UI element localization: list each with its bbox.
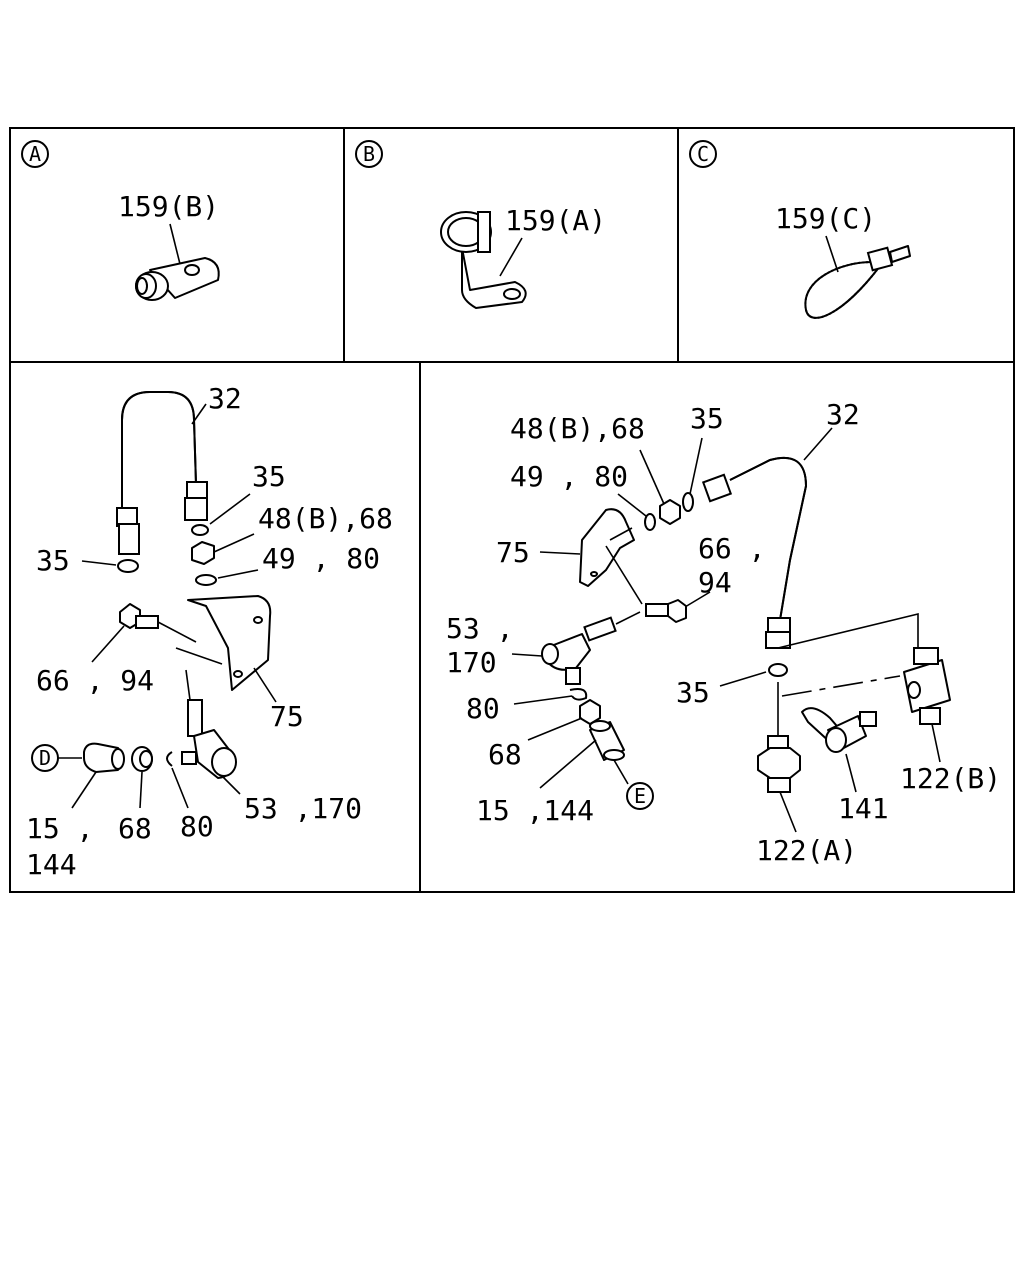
- label-66-94-left: 66 , 94: [36, 664, 154, 697]
- connector-e-label: E: [634, 784, 646, 808]
- washer-35-left-b: [191, 524, 209, 536]
- panel-a: A 159(B): [21, 140, 220, 301]
- label-49-80-right: 49 , 80: [510, 460, 628, 493]
- panel-b: B 159(A): [355, 140, 606, 309]
- banjo-bolt-141: [801, 707, 877, 753]
- bracket-75-right: [579, 508, 643, 605]
- nut-48-left: [191, 541, 215, 565]
- diagram-frame: [9, 127, 1015, 893]
- label-32-left: 32: [208, 382, 242, 415]
- label-66-right: 66 ,: [698, 532, 765, 565]
- label-159a: 159(A): [505, 204, 606, 237]
- label-94-right: 94: [698, 566, 732, 599]
- fitting-53-right: [541, 611, 641, 685]
- nut-68-left: [131, 746, 153, 772]
- label-141: 141: [838, 792, 889, 825]
- label-48b-68-right: 48(B),68: [510, 412, 645, 445]
- label-48b-68-left: 48(B),68: [258, 502, 393, 535]
- bolt-66-right: [645, 599, 687, 623]
- washer-35-right-a: [682, 492, 694, 512]
- label-68-right: 68: [488, 738, 522, 771]
- label-80-right: 80: [466, 692, 500, 725]
- ring-80-left: [166, 751, 173, 767]
- panel-a-marker: A: [21, 140, 49, 168]
- label-122b: 122(B): [900, 762, 1001, 795]
- panel-c-marker: C: [689, 140, 717, 168]
- washer-35-right-b: [768, 663, 788, 677]
- pipe-32-right: [701, 456, 808, 649]
- label-68-left: 68: [118, 812, 152, 845]
- fitting-122a: [757, 735, 801, 793]
- label-53-right: 53 ,: [446, 612, 513, 645]
- nut-48-right: [659, 499, 681, 525]
- label-35-left-b: 35: [252, 460, 286, 493]
- label-80-left: 80: [180, 810, 214, 843]
- label-53-170-left: 53 ,170: [244, 792, 362, 825]
- tee-122b: [903, 647, 951, 725]
- label-32-right: 32: [826, 398, 860, 431]
- bracket-75-left: [175, 595, 272, 691]
- connector-d-label: D: [39, 746, 51, 770]
- label-15-left: 15 ,: [26, 812, 93, 845]
- connector-d-marker: D: [31, 744, 59, 772]
- washer-49-right: [644, 513, 656, 531]
- panel-c-marker-label: C: [697, 142, 709, 166]
- label-15-144-right: 15 ,144: [476, 794, 594, 827]
- label-159b: 159(B): [118, 190, 219, 223]
- panel-b-marker: B: [355, 140, 383, 168]
- cable-tie-159c-part: [804, 245, 911, 319]
- clip-159b-part: [135, 257, 220, 301]
- panel-c: C 159(C): [689, 140, 911, 319]
- label-49-80-left: 49 , 80: [262, 542, 380, 575]
- pipe-32-left: [116, 391, 208, 555]
- label-35-right-a: 35: [690, 402, 724, 435]
- panel-b-marker-label: B: [363, 142, 375, 166]
- washer-49-left: [195, 574, 217, 586]
- fitting-53-left: [181, 669, 237, 779]
- clip-159a-part: [440, 211, 527, 309]
- washer-35-left: [117, 559, 139, 573]
- label-122a: 122(A): [756, 834, 857, 867]
- label-159c: 159(C): [775, 202, 876, 235]
- panel-a-marker-label: A: [29, 142, 41, 166]
- label-35-right-b: 35: [676, 676, 710, 709]
- panel-right-assembly: 32 48(B),68 35 49 , 80 75 66 , 94: [446, 398, 1001, 867]
- label-35-left-a: 35: [36, 544, 70, 577]
- ring-80-right: [569, 688, 588, 701]
- panel-left-assembly: 32 35 35 48(B),68 49 , 80 75 66 , 94: [26, 382, 393, 881]
- label-75-left: 75: [270, 700, 304, 733]
- label-170-right: 170: [446, 646, 497, 679]
- bolt-66-left: [119, 603, 197, 643]
- nut-15-left: [83, 742, 125, 773]
- label-144-left: 144: [26, 848, 77, 881]
- connector-e-marker: E: [626, 782, 654, 810]
- label-75-right: 75: [496, 536, 530, 569]
